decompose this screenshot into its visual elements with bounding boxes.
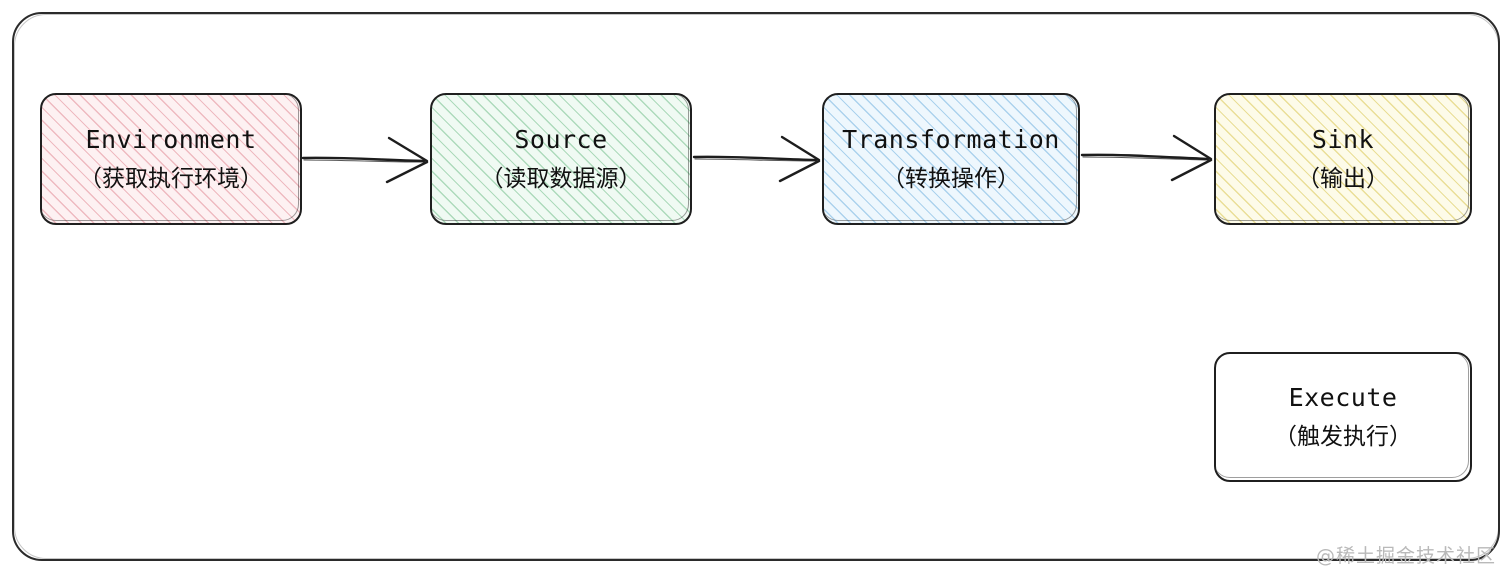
node-environment-label-zh: （获取执行环境） [79, 166, 263, 192]
node-sink-label-en: Sink [1311, 125, 1375, 154]
node-execute-label-zh: （触发执行） [1274, 424, 1412, 450]
node-source-label-zh: （读取数据源） [480, 166, 642, 192]
node-ghost-edge [432, 95, 689, 221]
node-execute-label-en: Execute [1288, 383, 1398, 412]
node-source-label-en: Source [514, 125, 608, 154]
diagram-container-outline [12, 12, 1500, 561]
node-source[interactable]: Source （读取数据源） [430, 93, 692, 225]
node-environment[interactable]: Environment （获取执行环境） [40, 93, 302, 225]
node-execute[interactable]: Execute （触发执行） [1214, 352, 1472, 482]
node-ghost-edge [824, 95, 1077, 221]
node-transformation-label-en: Transformation [842, 125, 1060, 154]
node-transformation[interactable]: Transformation （转换操作） [822, 93, 1080, 225]
node-transformation-label-zh: （转换操作） [882, 166, 1020, 192]
node-sink[interactable]: Sink （输出） [1214, 93, 1472, 225]
node-ghost-edge [1216, 95, 1469, 221]
node-environment-label-en: Environment [85, 125, 257, 154]
node-sink-label-zh: （输出） [1297, 166, 1389, 192]
node-ghost-edge [42, 95, 299, 221]
node-ghost-edge [1216, 354, 1469, 478]
watermark: @稀土掘金技术社区 [1315, 545, 1496, 567]
